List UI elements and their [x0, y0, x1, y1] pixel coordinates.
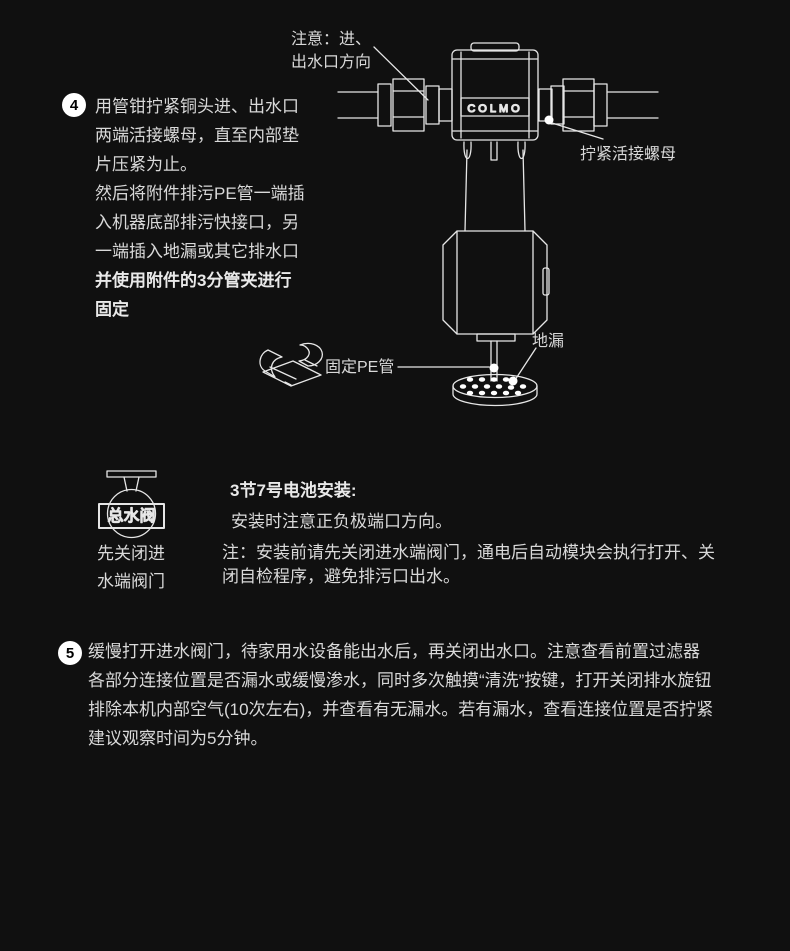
valve-label: 总水阀 [107, 507, 155, 525]
inlet-outlet-direction-note: 注意：进、 出水口方向 [291, 31, 372, 71]
step-4-bold-text: 并使用附件的3分管夹进行 固定 [95, 271, 292, 319]
step-5-badge: 5 [58, 641, 82, 665]
water-filter-illustration: COLMO [337, 42, 659, 382]
installation-diagram: COLMO [98, 42, 659, 539]
battery-polarity-note: 安装时注意正负极端口方向。 [231, 512, 452, 531]
step-4-text: 用管钳拧紧铜头进、出水口 两端活接螺母，直至内部垫 片压紧为止。 然后将附件排污… [95, 97, 305, 261]
battery-warning-note: 注：安装前请先关闭进水端阀门，通电后自动模块会执行打开、关 闭自检程序，避免排污… [222, 543, 715, 586]
battery-install-title: 3节7号电池安装: [230, 481, 357, 500]
fix-pe-pipe-label: 固定PE管 [325, 359, 395, 376]
brand-label: COLMO [467, 103, 522, 115]
pipe-clamp-illustration [259, 342, 323, 387]
main-valve-icon: 总水阀 [98, 470, 165, 539]
valve-caption: 先关闭进 水端阀门 [97, 544, 165, 591]
union-nut-label: 拧紧活接螺母 [580, 146, 677, 163]
floor-drain-illustration [452, 373, 538, 407]
floor-drain-label: 地漏 [532, 333, 565, 350]
step-4-badge: 4 [62, 93, 86, 117]
annotation-lines [373, 46, 604, 386]
step-5-text: 缓慢打开进水阀门，待家用水设备能出水后，再关闭出水口。注意查看前置过滤器 各部分… [88, 642, 714, 748]
